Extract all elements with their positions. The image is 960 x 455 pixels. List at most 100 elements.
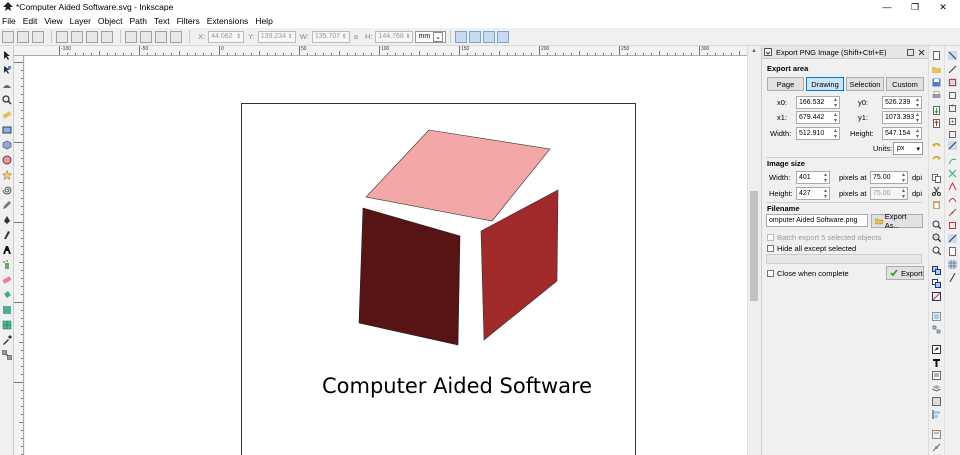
export-doc-icon[interactable]: [932, 119, 941, 128]
star-tool-icon[interactable]: [2, 170, 12, 180]
spray-tool-icon[interactable]: [2, 260, 12, 270]
page-area-button[interactable]: Page: [767, 77, 804, 91]
snap-paths-icon[interactable]: [948, 156, 957, 165]
snap-page-icon[interactable]: [948, 247, 957, 256]
menu-path[interactable]: Path: [129, 16, 147, 26]
pen-tool-icon[interactable]: [2, 215, 12, 225]
export-button[interactable]: Export: [886, 266, 924, 280]
spin-icon[interactable]: ▴▾: [915, 97, 919, 109]
selection-area-button[interactable]: Selection: [846, 77, 884, 91]
snap-midpoint-icon[interactable]: [948, 104, 957, 113]
snap-grid-icon[interactable]: [948, 260, 957, 269]
flip-vertical-icon[interactable]: [101, 30, 113, 43]
undo-icon[interactable]: [932, 141, 941, 150]
cube-top-face[interactable]: [365, 129, 551, 222]
units-dropdown[interactable]: mm⌄: [415, 30, 447, 43]
snap-center-icon[interactable]: [948, 117, 957, 126]
zoom-tool-icon[interactable]: [2, 95, 12, 105]
rectangle-tool-icon[interactable]: [2, 125, 12, 135]
mesh-tool-icon[interactable]: [2, 320, 12, 330]
drawing-text[interactable]: Computer Aided Software: [322, 374, 593, 398]
scroll-up-icon[interactable]: ▲: [751, 48, 757, 54]
spin-icon[interactable]: ▴▾: [833, 128, 837, 140]
redo-icon[interactable]: [932, 154, 941, 163]
h-field[interactable]: 144.768⇕: [375, 30, 414, 43]
rotate-ccw-icon[interactable]: [56, 30, 68, 43]
duplicate-icon[interactable]: [932, 266, 941, 275]
zoom-selection-icon[interactable]: [932, 220, 941, 229]
spin-icon[interactable]: ⇕: [341, 34, 347, 40]
measure-tool-icon[interactable]: [2, 110, 12, 120]
group-icon[interactable]: [932, 312, 941, 321]
snap-guide-icon[interactable]: [948, 273, 957, 282]
menu-extensions[interactable]: Extensions: [206, 16, 249, 26]
new-document-icon[interactable]: [932, 51, 941, 60]
xml-editor-icon[interactable]: [932, 371, 941, 380]
spin-icon[interactable]: ▴▾: [823, 188, 827, 200]
filename-input[interactable]: omputer Aided Software.png: [766, 214, 868, 227]
y1-field[interactable]: 1073.393▴▾: [882, 111, 922, 124]
y-field[interactable]: 139.234⇕: [257, 30, 296, 43]
layers-icon[interactable]: [932, 384, 941, 393]
ungroup-icon[interactable]: [932, 325, 941, 334]
drawing-canvas[interactable]: Computer Aided Software: [25, 56, 747, 455]
scale-corners-toggle-icon[interactable]: [469, 30, 482, 43]
cut-icon[interactable]: [932, 187, 941, 196]
lower-bottom-icon[interactable]: [125, 30, 137, 43]
document-properties-icon[interactable]: [932, 443, 941, 452]
snap-intersection-icon[interactable]: [948, 169, 957, 178]
text-font-icon[interactable]: [932, 358, 941, 367]
flip-horizontal-icon[interactable]: [86, 30, 98, 43]
drawing-area-button[interactable]: Drawing: [806, 77, 844, 91]
image-width-field[interactable]: 401▴▾: [796, 171, 830, 184]
objects-icon[interactable]: [932, 397, 941, 406]
menu-text[interactable]: Text: [153, 16, 170, 26]
snap-bbox-edge-icon[interactable]: [948, 78, 957, 87]
snap-bbox-icon[interactable]: [948, 65, 957, 74]
spin-icon[interactable]: ▴▾: [915, 128, 919, 140]
export-as-button[interactable]: Export As...: [871, 212, 923, 230]
spin-icon[interactable]: ⇕: [405, 34, 411, 40]
calligraphy-tool-icon[interactable]: [2, 230, 12, 240]
snap-cusp-icon[interactable]: [948, 182, 957, 191]
spin-icon[interactable]: ▴▾: [833, 97, 837, 109]
spin-icon[interactable]: ⇕: [236, 34, 242, 40]
scale-stroke-toggle-icon[interactable]: [455, 30, 468, 43]
snap-line-midpoint-icon[interactable]: [948, 208, 957, 217]
menu-edit[interactable]: Edit: [22, 16, 38, 26]
3d-box-tool-icon[interactable]: [2, 140, 12, 150]
raise-top-icon[interactable]: [170, 30, 182, 43]
close-button[interactable]: ✕: [939, 1, 947, 12]
cube-drawing[interactable]: [25, 56, 747, 455]
minimize-button[interactable]: —: [882, 2, 892, 12]
custom-area-button[interactable]: Custom: [886, 77, 924, 91]
zoom-page-icon[interactable]: [932, 246, 941, 255]
save-icon[interactable]: [932, 78, 941, 87]
ellipse-tool-icon[interactable]: [2, 155, 12, 165]
vertical-ruler[interactable]: [14, 56, 24, 455]
deselect-icon[interactable]: [32, 30, 44, 43]
y0-field[interactable]: 526.239▴▾: [882, 96, 922, 109]
canvas-vertical-scrollbar[interactable]: ▲: [747, 46, 760, 455]
height-field[interactable]: 547.154▴▾: [882, 127, 922, 140]
spin-icon[interactable]: ▴▾: [833, 112, 837, 124]
select-all-layers-icon[interactable]: [17, 30, 29, 43]
cube-left-face[interactable]: [358, 207, 461, 346]
snap-text-baseline-icon[interactable]: [948, 234, 957, 243]
copy-icon[interactable]: [932, 174, 941, 183]
open-icon[interactable]: [932, 65, 941, 74]
width-field[interactable]: 512.910▴▾: [796, 127, 840, 140]
select-all-icon[interactable]: [2, 30, 14, 43]
transform-patterns-toggle-icon[interactable]: [497, 30, 510, 43]
spin-icon[interactable]: ▴▾: [823, 172, 827, 184]
lower-icon[interactable]: [140, 30, 152, 43]
spin-icon[interactable]: ⇕: [287, 34, 293, 40]
node-tool-icon[interactable]: [2, 65, 12, 75]
hide-all-checkbox[interactable]: [767, 245, 774, 252]
paint-bucket-tool-icon[interactable]: [2, 290, 12, 300]
eraser-tool-icon[interactable]: [2, 275, 12, 285]
paste-icon[interactable]: [932, 200, 941, 209]
unlink-clone-icon[interactable]: [932, 292, 941, 301]
scrollbar-thumb[interactable]: [750, 191, 758, 301]
menu-view[interactable]: View: [44, 16, 63, 26]
